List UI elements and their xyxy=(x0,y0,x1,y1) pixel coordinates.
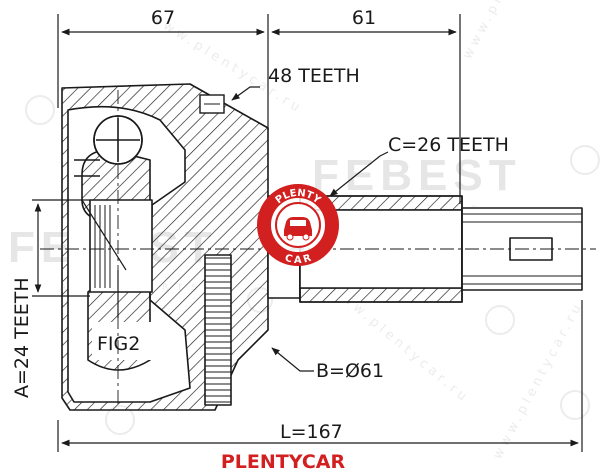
dim-outer-teeth: 48 TEETH xyxy=(268,65,360,87)
spline-bore-teeth xyxy=(94,205,111,288)
dim-c-spline: C=26 TEETH xyxy=(388,134,509,156)
dim-b-diameter: B=Ø61 xyxy=(316,360,384,382)
watermark-brand: FEBEST xyxy=(312,151,522,200)
dim-width-right: 61 xyxy=(352,7,376,29)
inner-race xyxy=(87,278,152,371)
spline-bore xyxy=(89,199,153,293)
footer-brand: PLENTYCAR xyxy=(221,451,346,473)
svg-text:CAR: CAR xyxy=(283,253,312,266)
plentycar-badge: PLENTY CAR xyxy=(257,184,339,266)
dimension-lines xyxy=(32,14,583,452)
badge-bottom-text: CAR xyxy=(283,253,312,266)
car-icon xyxy=(284,217,312,236)
abs-ring xyxy=(204,254,232,406)
dim-length: L=167 xyxy=(280,421,343,443)
outer-gear-marker xyxy=(199,94,225,114)
dim-width-left: 67 xyxy=(151,7,175,29)
badge-top-text: PLENTY xyxy=(274,188,323,207)
watermark-site-3: www.plentycar.ru xyxy=(460,0,556,62)
cv-joint-part xyxy=(40,83,596,411)
fig2-callout: FIG2 xyxy=(97,333,140,355)
watermark-site-4: www.plentycar.ru xyxy=(490,299,586,462)
svg-text:PLENTY: PLENTY xyxy=(274,188,323,207)
dim-a-spline: A=24 TEETH xyxy=(11,277,33,398)
